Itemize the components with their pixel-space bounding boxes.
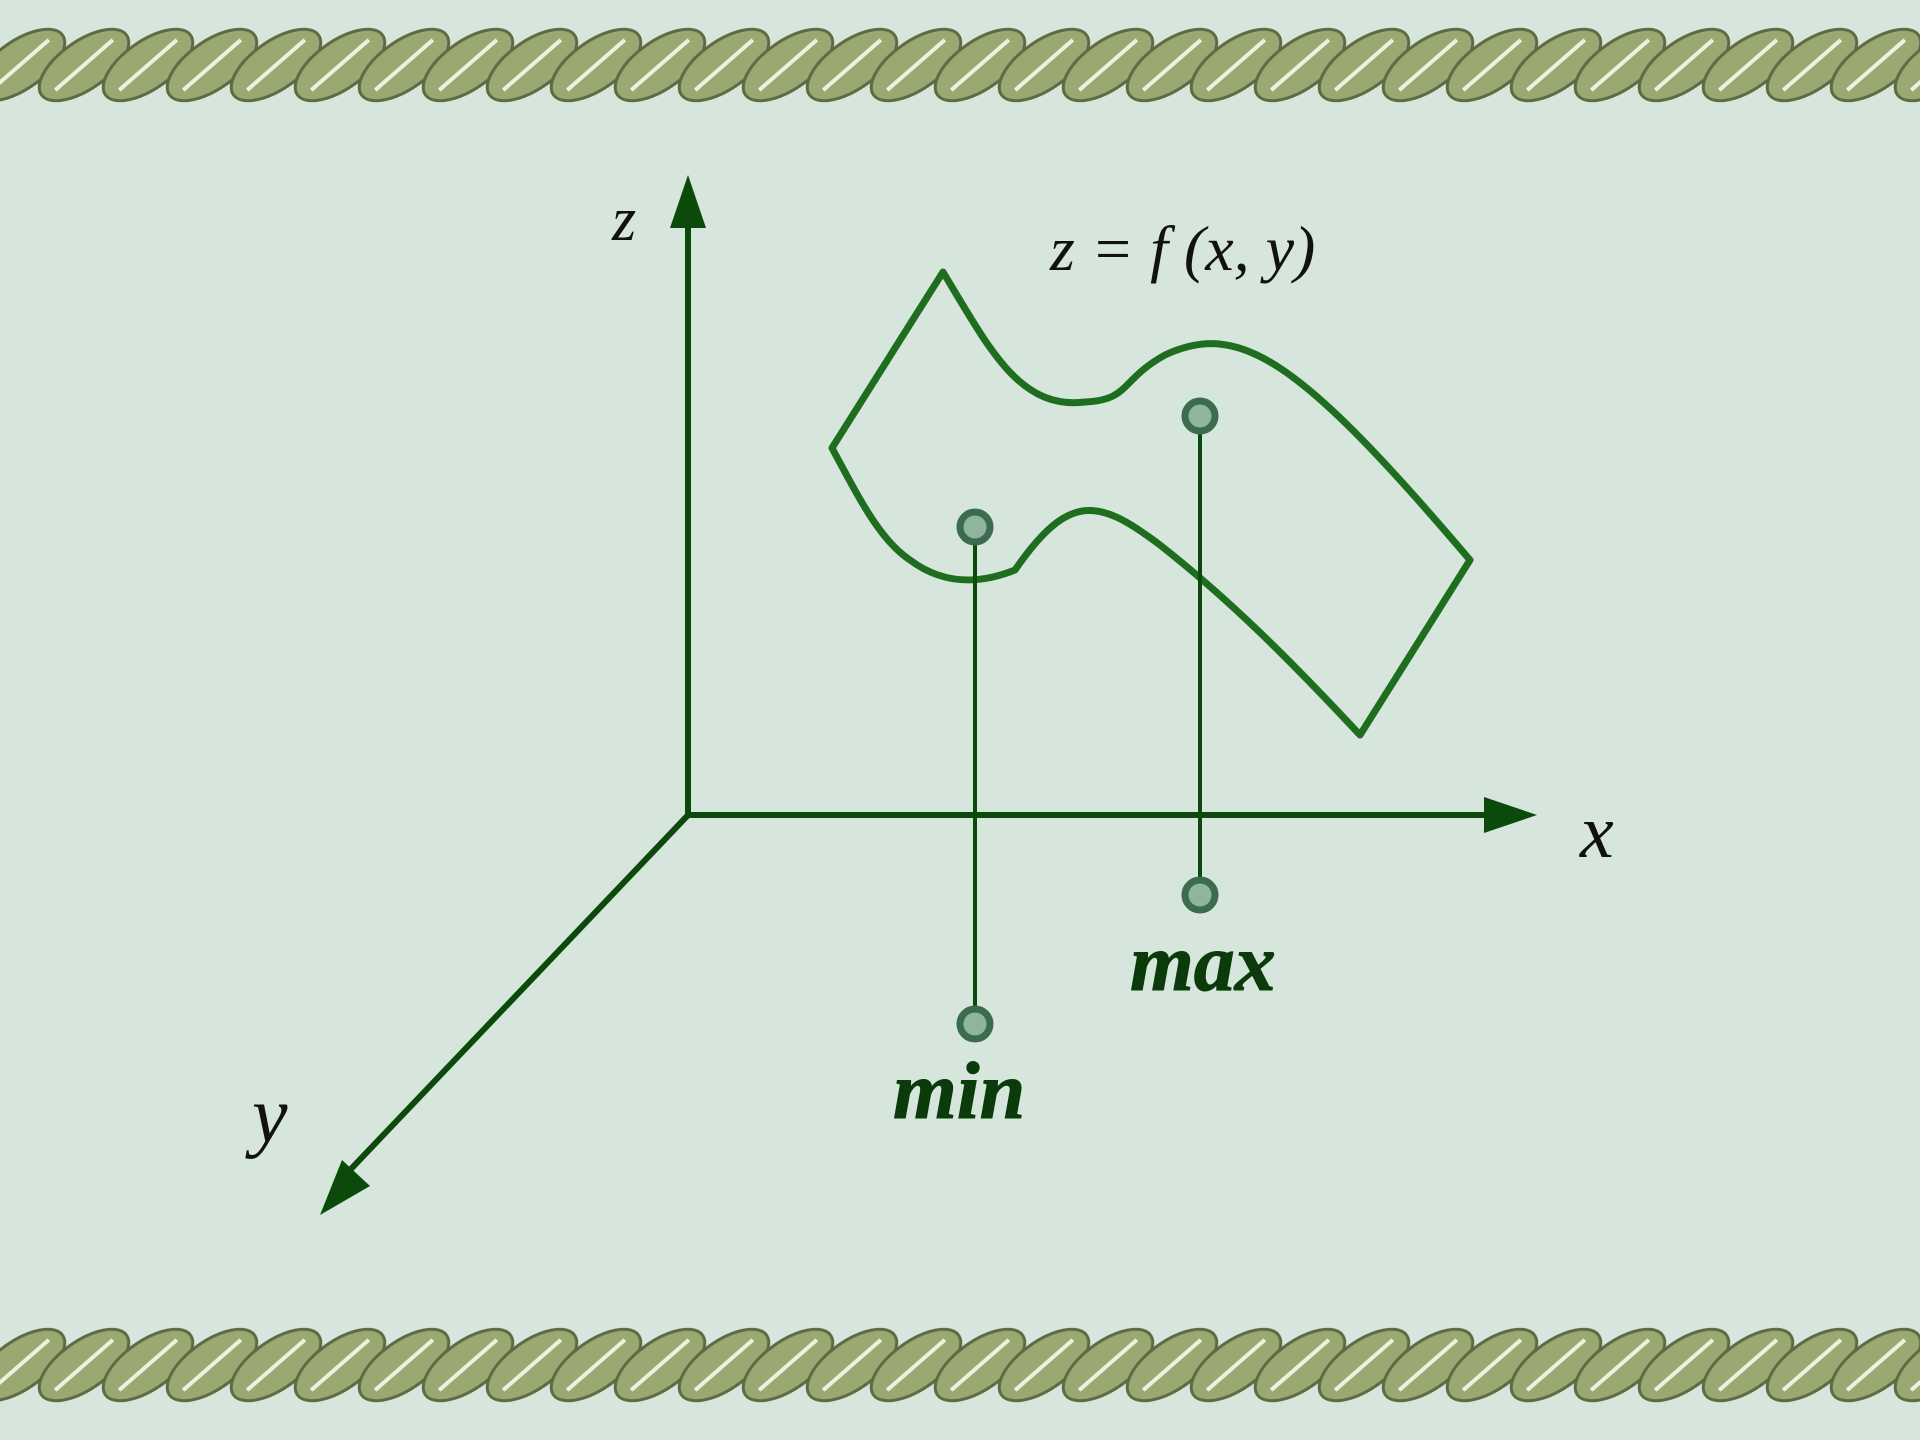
leaf-icon [933,27,1027,103]
z-axis-arrowhead [670,175,706,228]
leaf-icon [1125,27,1219,103]
leaf-icon [1509,1327,1603,1403]
y-axis-label: y [245,1072,288,1160]
leaf-icon [997,1327,1091,1403]
min-surface-point [956,508,994,546]
leaf-icon [1765,1327,1859,1403]
min-base-point [956,1005,994,1043]
leaf-icon [37,27,131,103]
max-surface-point [1181,397,1219,435]
leaf-icon [869,27,963,103]
leaf-icon [1573,27,1667,103]
x-axis-arrowhead [1484,797,1537,833]
leaf-icon [1061,27,1155,103]
min-label: min [893,1045,1025,1136]
leaf-icon [357,1327,451,1403]
max-base-point [1181,876,1219,914]
leaf-icon [101,27,195,103]
leaf-icon [421,27,515,103]
leaf-icon [1701,27,1795,103]
leaf-icon [1189,1327,1283,1403]
leaf-icon [229,1327,323,1403]
leaf-icon [0,1327,67,1403]
leaf-icon [1317,27,1411,103]
leaf-icon [357,27,451,103]
y-axis [347,810,693,1173]
leaf-icon [1765,27,1859,103]
leaf-icon [677,27,771,103]
leaf-icon [485,27,579,103]
leaf-icon [1253,27,1347,103]
leaf-icon [37,1327,131,1403]
leaf-icon [869,1327,963,1403]
leaf-icon [293,1327,387,1403]
leaf-icon [1637,1327,1731,1403]
leaf-icon [1445,1327,1539,1403]
leaf-icon [1573,1327,1667,1403]
leaf-icon [805,1327,899,1403]
leaf-icon [613,1327,707,1403]
leaf-icon [1829,27,1920,103]
leaf-icon [1125,1327,1219,1403]
leaf-icon [1701,1327,1795,1403]
leaf-icon [1381,27,1475,103]
leaf-icon [0,27,67,103]
leaf-icon [1253,1327,1347,1403]
leaf-icon [1829,1327,1920,1403]
bottom-leaf-border [0,1327,1920,1403]
leaf-icon [1637,27,1731,103]
leaf-icon [1189,27,1283,103]
x-axis-label: x [1579,790,1614,874]
leaf-icon [165,1327,259,1403]
leaf-icon [933,1327,1027,1403]
leaf-icon [613,27,707,103]
z-axis-label: z [611,186,636,254]
function-label: z = f (x, y) [1049,213,1315,284]
surface-outline [828,268,1474,739]
y-axis-arrowhead [320,1160,370,1215]
top-leaf-border [0,27,1920,103]
leaf-icon [101,1327,195,1403]
leaf-icon [997,27,1091,103]
leaf-icon [549,1327,643,1403]
leaf-icon [1061,1327,1155,1403]
leaf-icon [229,27,323,103]
leaf-icon [485,1327,579,1403]
leaf-icon [1893,1327,1920,1403]
leaf-icon [549,27,643,103]
leaf-icon [741,27,835,103]
leaf-icon [677,1327,771,1403]
max-label: max [1130,917,1276,1008]
leaf-icon [1381,1327,1475,1403]
leaf-icon [165,27,259,103]
leaf-icon [1445,27,1539,103]
leaf-icon [1893,27,1920,103]
leaf-icon [805,27,899,103]
leaf-icon [741,1327,835,1403]
leaf-icon [1317,1327,1411,1403]
leaf-icon [421,1327,515,1403]
leaf-icon [293,27,387,103]
leaf-icon [1509,27,1603,103]
